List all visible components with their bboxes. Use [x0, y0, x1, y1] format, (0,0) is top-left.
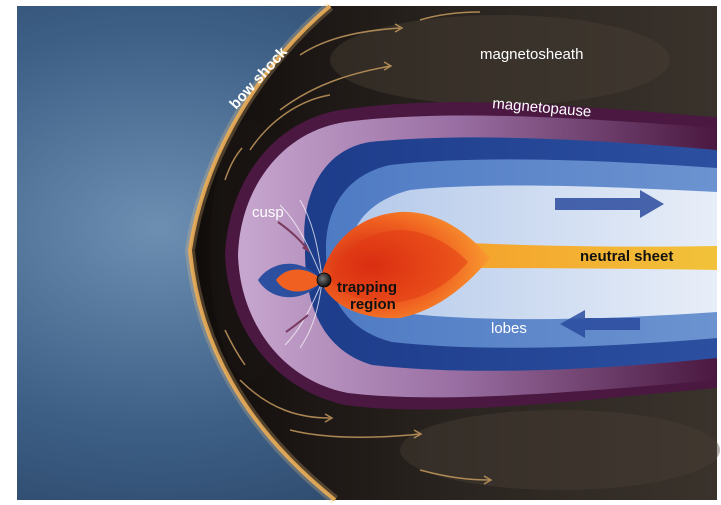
- lower-cusp-arrow: [285, 314, 309, 333]
- cusp-label: cusp: [252, 204, 284, 221]
- dayside-trapping-lobe: [276, 269, 322, 292]
- bow-shock-glow: [184, 2, 339, 504]
- bow-shock-line: [187, 4, 337, 502]
- lobe-upper-flow-arrow: [555, 190, 664, 218]
- trapping-region-inner: [330, 230, 468, 303]
- lobes-label: lobes: [491, 320, 527, 337]
- trapping-region-label-line1: trapping: [337, 279, 397, 296]
- earth: [316, 272, 332, 288]
- sheath-cloud: [400, 410, 720, 490]
- trapping-region-label-line2: region: [350, 296, 396, 313]
- sheath-cloud: [330, 15, 670, 105]
- solar-wind-flow-arrows: [224, 11, 493, 485]
- neutral-sheet-label: neutral sheet: [580, 248, 673, 265]
- cusp-pointer-arrowhead: [302, 244, 310, 253]
- lobe-lower-flow-arrow: [560, 310, 640, 338]
- magnetosheath-label: magnetosheath: [480, 46, 583, 63]
